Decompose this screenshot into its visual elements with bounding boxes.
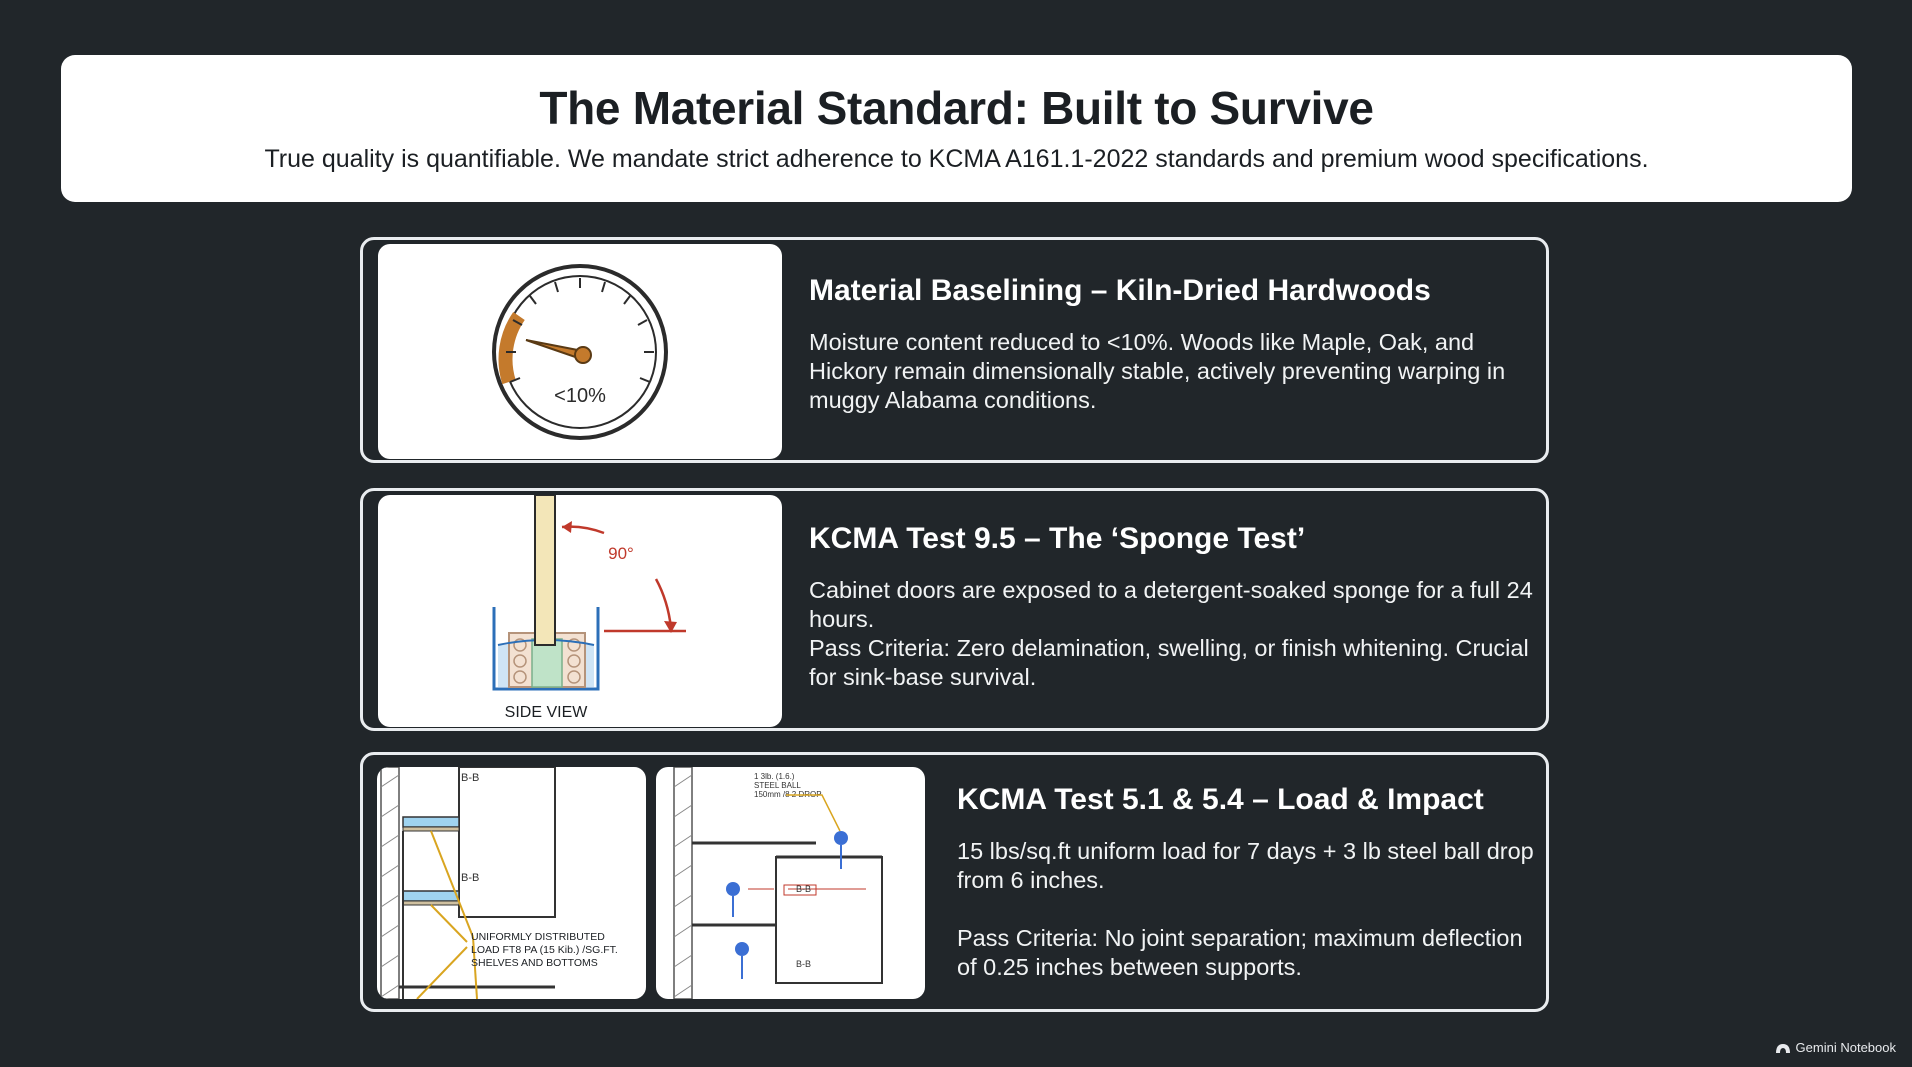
card-body: Moisture content reduced to <10%. Woods … <box>809 329 1506 413</box>
gauge-label: <10% <box>554 385 606 407</box>
page-subtitle: True quality is quantifiable. We mandate… <box>264 145 1649 173</box>
svg-text:B-B: B-B <box>461 772 479 784</box>
load-label-line-2: LOAD FT8 PA (15 Kib.) /SG.FT. <box>471 944 618 956</box>
impact-test-illustration: 1 3lb. (1.6.) STEEL BALL 150mm /8 2 DROP… <box>656 767 925 999</box>
watermark-text: Gemini Notebook <box>1795 1040 1896 1055</box>
card-body-line-1: Cabinet doors are exposed to a detergent… <box>809 577 1533 632</box>
uniform-load-illustration: B-B B-B UNIFORMLY DISTRIBUTED LOAD FT8 P… <box>377 767 646 999</box>
moisture-gauge-illustration: <10% <box>378 244 782 459</box>
card-body-pass-criteria: Pass Criteria: No joint separation; maxi… <box>957 925 1523 980</box>
ball-label-line-1: 1 3lb. (1.6.) <box>754 772 795 781</box>
standard-card-load-impact: B-B B-B UNIFORMLY DISTRIBUTED LOAD FT8 P… <box>360 752 1549 1012</box>
card-title: Material Baselining – Kiln-Dried Hardwoo… <box>809 274 1431 307</box>
moisture-gauge-icon: <10% <box>492 264 668 440</box>
standard-card-sponge-test: 90° SIDE VIEW KCMA Test 9.5 – The ‘Spong… <box>360 488 1549 731</box>
shelf-load-diagram-icon: B-B B-B UNIFORMLY DISTRIBUTED LOAD FT8 P… <box>380 767 618 999</box>
card-body-line-2: Pass Criteria: Zero delamination, swelli… <box>809 635 1529 690</box>
steel-ball-drop-diagram-icon: 1 3lb. (1.6.) STEEL BALL 150mm /8 2 DROP… <box>673 767 883 999</box>
notebook-logo-icon <box>1775 1043 1790 1053</box>
load-label-line-3: SHELVES AND BOTTOMS <box>471 957 598 969</box>
load-label-line-1: UNIFORMLY DISTRIBUTED <box>471 931 605 943</box>
card-title: KCMA Test 9.5 – The ‘Sponge Test’ <box>809 522 1306 555</box>
svg-text:B-B: B-B <box>461 872 479 884</box>
side-view-label: SIDE VIEW <box>505 704 589 721</box>
sponge-test-illustration: 90° SIDE VIEW <box>378 495 782 727</box>
svg-text:B-B: B-B <box>796 959 811 969</box>
ball-label-line-2: STEEL BALL <box>754 781 801 790</box>
standard-card-kiln-dried: <10% Material Baselining – Kiln-Dried Ha… <box>360 237 1549 463</box>
header-banner: The Material Standard: Built to Survive … <box>61 55 1852 202</box>
sponge-test-diagram-icon: 90° SIDE VIEW <box>492 495 686 721</box>
page-title: The Material Standard: Built to Survive <box>539 82 1374 134</box>
gemini-notebook-watermark: Gemini Notebook <box>1775 1040 1896 1055</box>
svg-text:B-B: B-B <box>796 884 811 894</box>
card-title: KCMA Test 5.1 & 5.4 – Load & Impact <box>957 783 1484 816</box>
angle-label: 90° <box>608 544 634 563</box>
card-body-load: 15 lbs/sq.ft uniform load for 7 days + 3… <box>957 838 1534 893</box>
